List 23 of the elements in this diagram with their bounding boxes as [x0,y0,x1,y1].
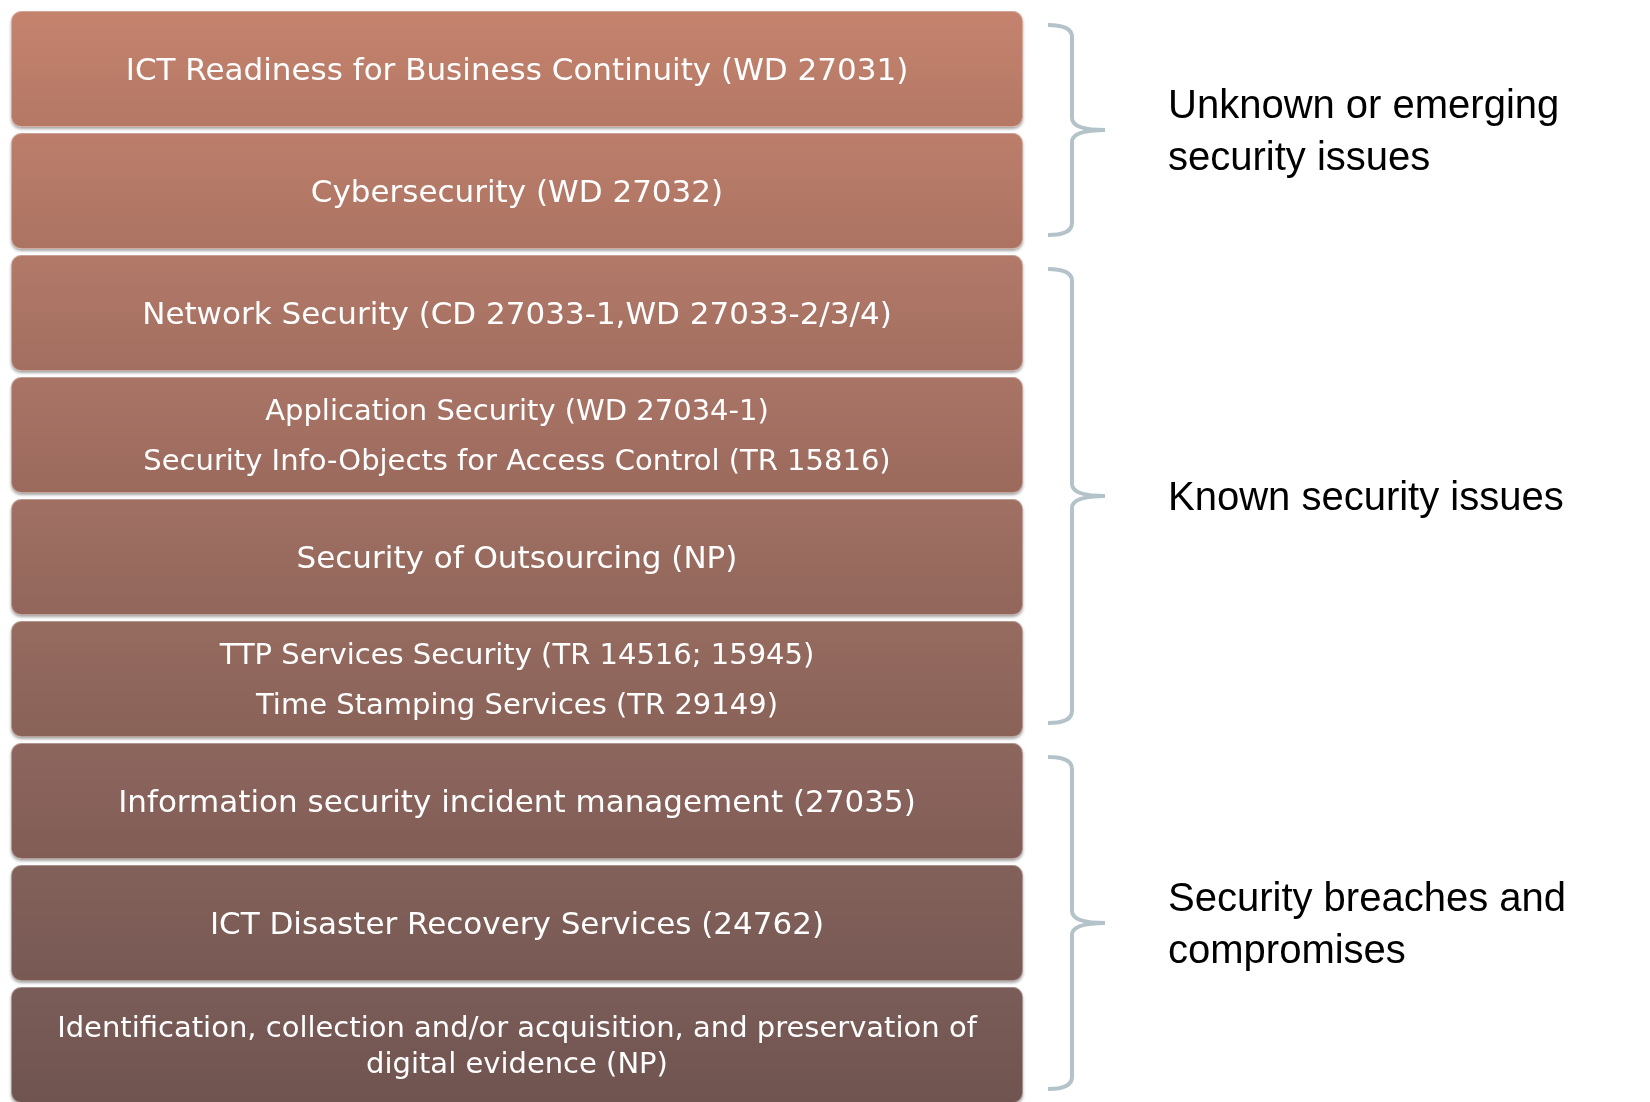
layer-box [11,377,1023,493]
group-label: Security breaches and compromises [1168,874,1567,973]
layer-text: Time Stamping Services (TR 29149) [255,685,779,723]
group-label: Unknown or emerging security issues [1168,81,1561,180]
layer-text: Cybersecurity (WD 27032) [309,171,725,211]
layer-text: TTP Services Security (TR 14516; 15945) [218,635,816,673]
layer-text: Security of Outsourcing (NP) [295,537,739,577]
layer-text: Application Security (WD 27034-1) [264,391,770,429]
layer-box [11,743,1023,859]
layer-box [11,621,1023,737]
layer-text: Information security incident management (27035) [117,781,917,821]
layer-box [11,11,1023,127]
layer-box [11,255,1023,371]
group-label: Known security issues [1168,473,1565,520]
layer-box [11,987,1023,1102]
layer-text: ICT Readiness for Business Continuity (WD 27031) [124,49,910,89]
layer-box [11,133,1023,249]
layer-text: Identification, collection and/or acquisition, and preservation of digital evidence (NP) [56,1008,979,1082]
layer-box [11,865,1023,981]
layer-text: Network Security (CD 27033-1,WD 27033-2/3/4) [141,293,893,333]
layer-text: ICT Disaster Recovery Services (24762) [208,903,826,943]
layer-box [11,499,1023,615]
layer-text: Security Info-Objects for Access Control (TR 15816) [142,441,892,479]
